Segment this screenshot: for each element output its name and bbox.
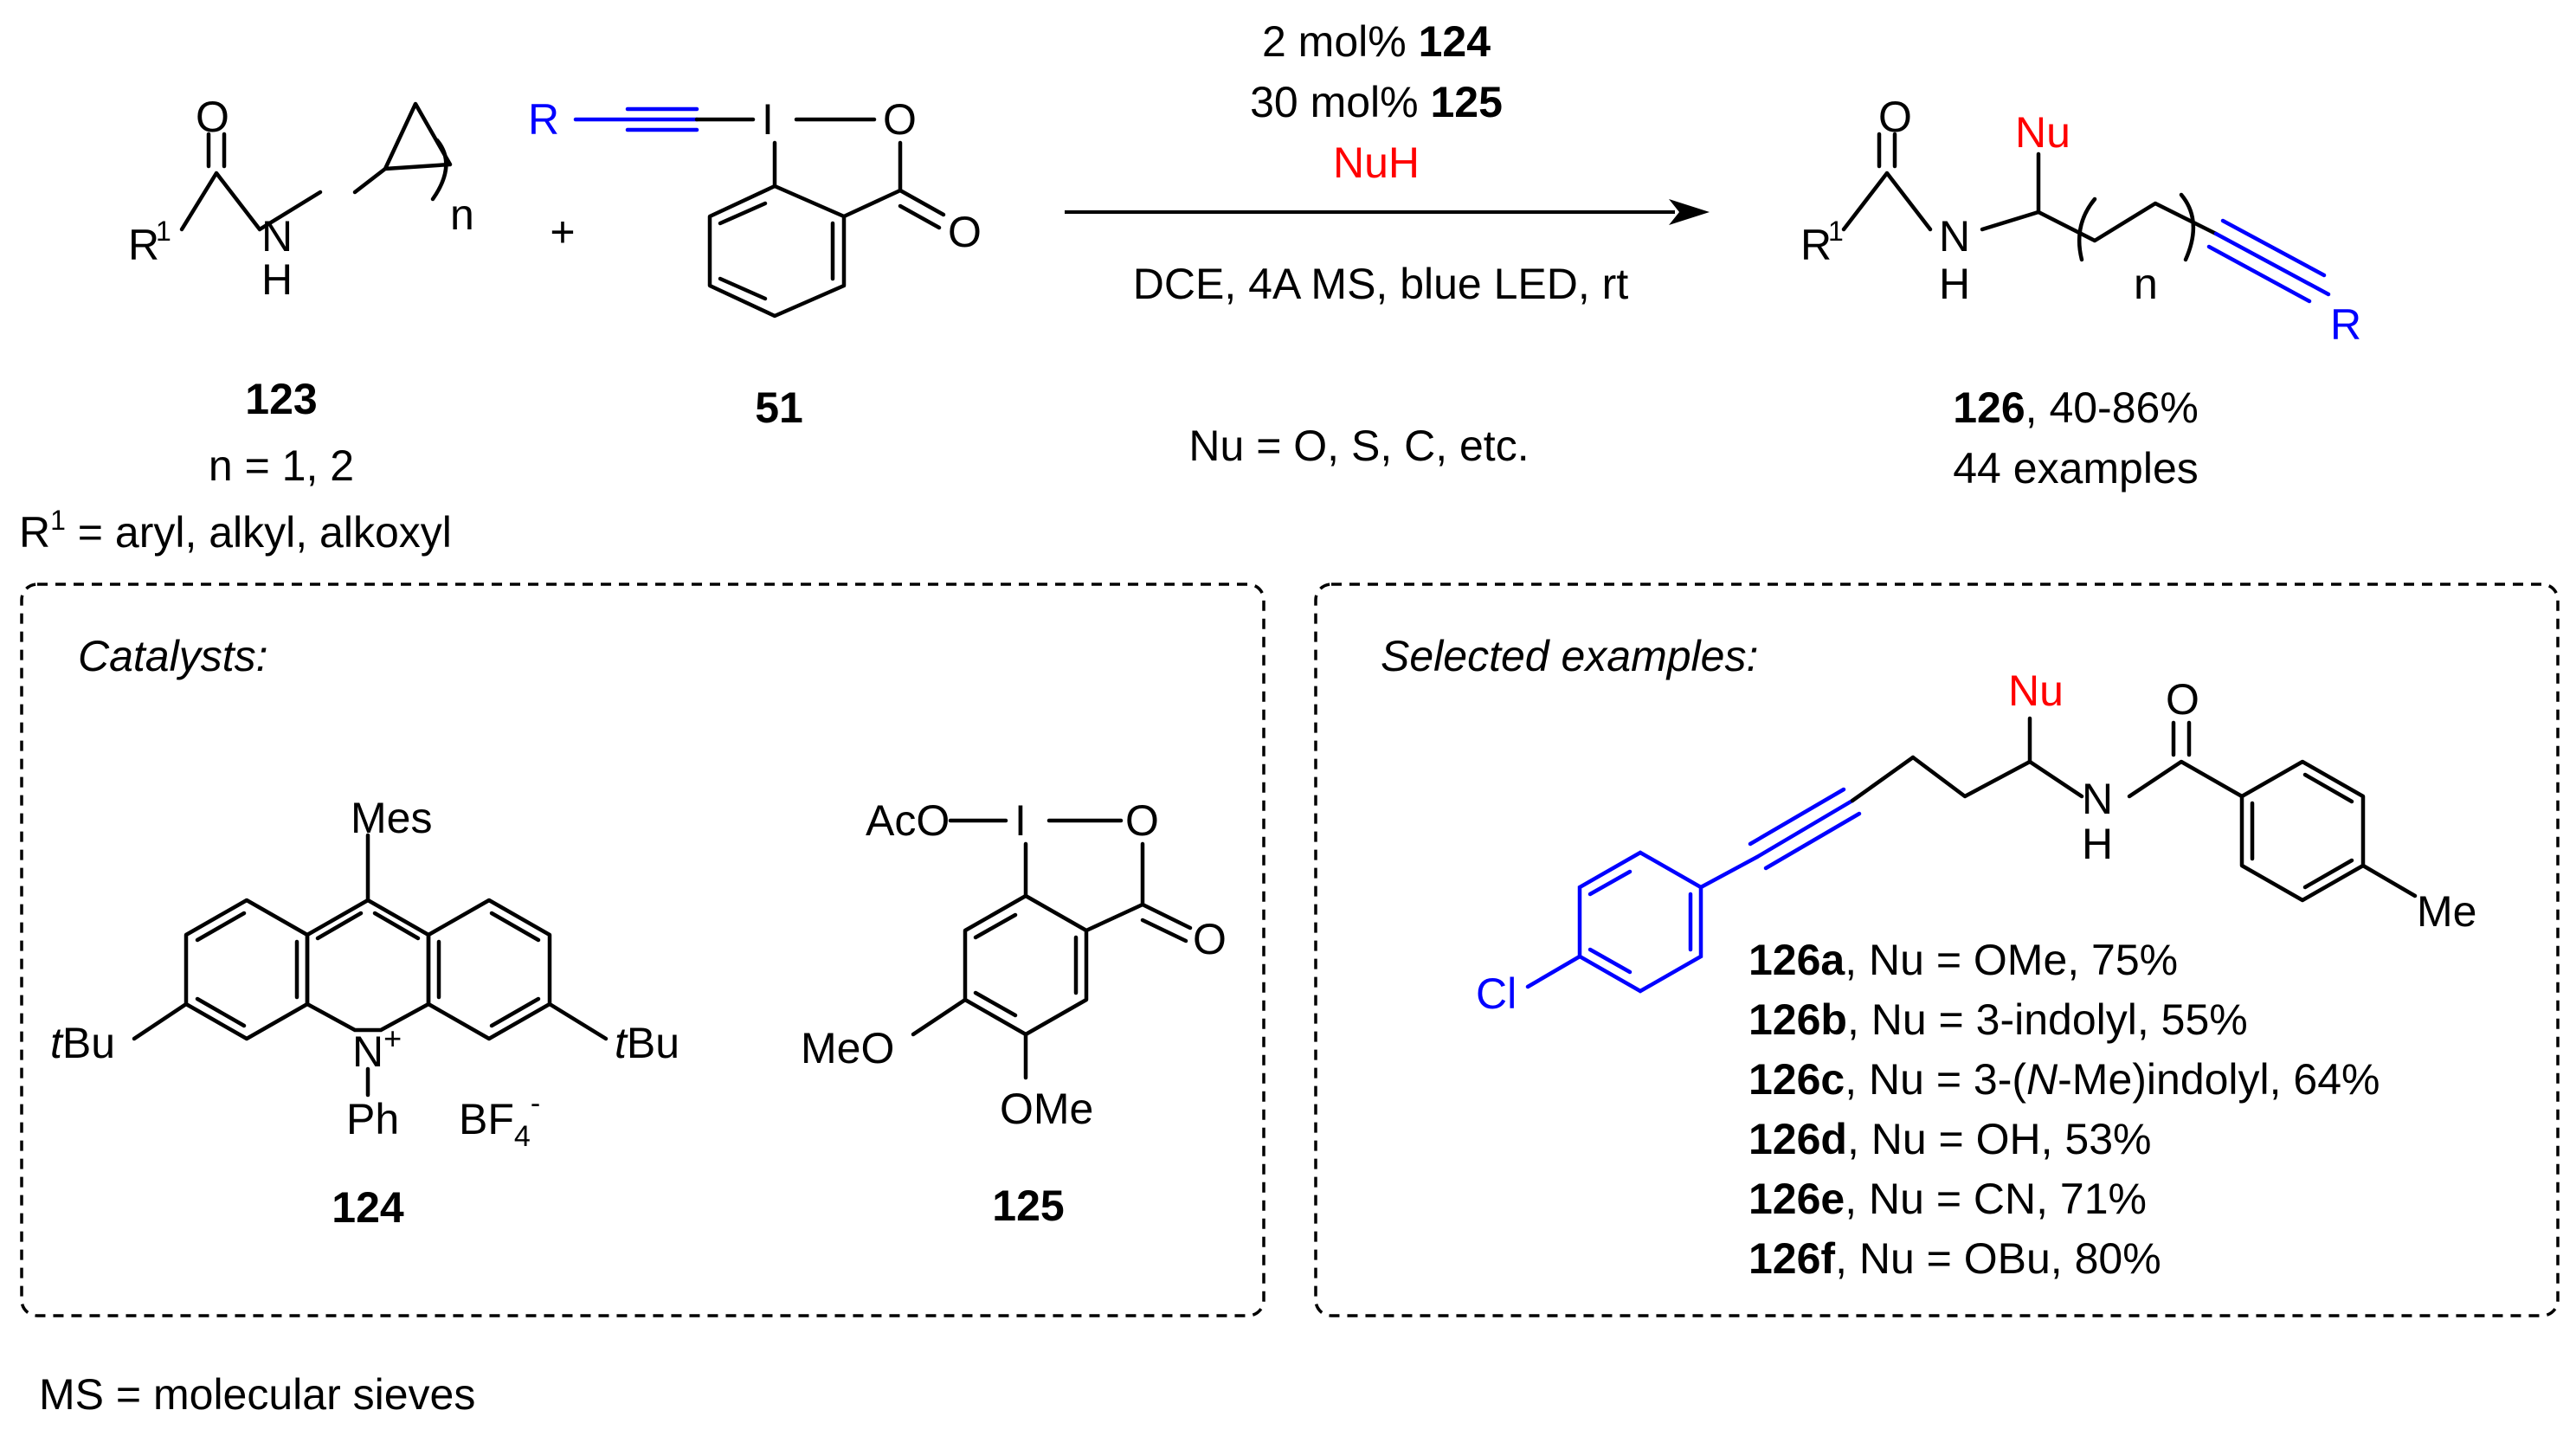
atom-o: O (196, 93, 229, 141)
phenyl-label: Ph (346, 1095, 399, 1143)
reaction-conditions: 2 mol% 124 30 mol% 125 NuH DCE, 4A MS, b… (1065, 17, 1710, 470)
example-list: 126a, Nu = OMe, 75% 126b, Nu = 3-indolyl… (1748, 936, 2380, 1283)
tbu-right: tBu (615, 1019, 679, 1067)
product-126: O R 1 N H Nu n R 126, 40-86% 44 examples (1800, 93, 2361, 493)
example-entry: 126f, Nu = OBu, 80% (1748, 1234, 2161, 1283)
atom-i: I (762, 95, 774, 144)
methyl-label: Me (2417, 887, 2476, 936)
atom-nu-red: Nu (2008, 666, 2064, 715)
atom-o-ring: O (883, 95, 917, 144)
catalyst-label-125: 125 (992, 1182, 1064, 1230)
subscript-n: n (2134, 260, 2158, 308)
catalysts-box: Catalysts: Mes tBu tBu N+ Ph BF4- 124 (20, 583, 1265, 1317)
atom-n: N (1939, 212, 1970, 261)
tetrafluoroborate-anion: BF4- (459, 1087, 540, 1153)
atom-nu-red: Nu (2015, 108, 2070, 157)
catalyst-125: AcO I O O MeO OMe 125 (801, 796, 1227, 1230)
catalyst-124: Mes tBu tBu N+ Ph BF4- 124 (50, 794, 679, 1232)
example-structure: Cl Nu O N H Me (1476, 666, 2476, 1018)
methoxy-left: MeO (801, 1024, 894, 1072)
example-entry: 126d, Nu = OH, 53% (1748, 1115, 2152, 1163)
example-entry: 126b, Nu = 3-indolyl, 55% (1748, 995, 2248, 1044)
atom-r: R (128, 221, 159, 269)
examples-title: Selected examples: (1381, 632, 1758, 680)
example-entry: 126c, Nu = 3-(N-Me)indolyl, 64% (1748, 1055, 2380, 1104)
substrate-123: O R 1 N H n 123 n = 1, 2 R1 = aryl, alky… (19, 93, 474, 557)
atom-o-carbonyl: O (1193, 915, 1227, 963)
atom-h: H (1939, 260, 1970, 308)
examples-box: Selected examples: Cl Nu O N (1314, 583, 2560, 1317)
tbu-left: tBu (50, 1019, 115, 1067)
superscript-1: 1 (1828, 216, 1844, 247)
catalysts-title: Catalysts: (78, 632, 268, 680)
atom-o: O (2166, 675, 2199, 724)
atom-r-blue: R (2330, 300, 2361, 349)
acetoxy-label: AcO (866, 796, 950, 845)
footnote: MS = molecular sieves (39, 1370, 475, 1419)
product-label-yield: 126, 40-86% (1953, 383, 2199, 432)
atom-h: H (2082, 820, 2113, 868)
atom-o-carbonyl: O (948, 208, 982, 256)
atom-n: N (261, 212, 293, 261)
atom-n: N (2082, 775, 2113, 823)
condition-solvent-line: DCE, 4A MS, blue LED, rt (1133, 260, 1629, 308)
atom-h: H (261, 255, 293, 304)
n-values: n = 1, 2 (209, 441, 354, 490)
atom-i: I (1014, 796, 1027, 845)
compound-label-123: 123 (245, 375, 317, 423)
nucleophile-definition: Nu = O, S, C, etc. (1188, 422, 1529, 470)
atom-r: R (1800, 221, 1832, 269)
compound-label-51: 51 (755, 383, 803, 432)
subscript-n: n (450, 190, 474, 239)
reagent-51: R I O O 51 (528, 95, 982, 432)
r1-definition: R1 = aryl, alkyl, alkoxyl (19, 505, 452, 557)
example-entry: 126e, Nu = CN, 71% (1748, 1175, 2147, 1223)
atom-o-ring: O (1125, 796, 1159, 845)
atom-n-plus: N+ (352, 1021, 402, 1076)
atom-o: O (1878, 93, 1912, 141)
arrow-head (1669, 199, 1710, 225)
atom-cl-blue: Cl (1476, 969, 1517, 1018)
condition-line-2: 30 mol% 125 (1250, 78, 1503, 126)
methoxy-bottom: OMe (1000, 1085, 1093, 1133)
example-entry: 126a, Nu = OMe, 75% (1748, 936, 2178, 984)
condition-nucleophile: NuH (1333, 138, 1420, 187)
superscript-1: 1 (156, 216, 171, 247)
mes-label: Mes (351, 794, 432, 842)
catalyst-label-124: 124 (332, 1183, 404, 1232)
example-count: 44 examples (1953, 444, 2199, 493)
condition-line-1: 2 mol% 124 (1262, 17, 1491, 66)
atom-r-blue: R (528, 95, 559, 144)
plus-sign: + (550, 208, 575, 256)
